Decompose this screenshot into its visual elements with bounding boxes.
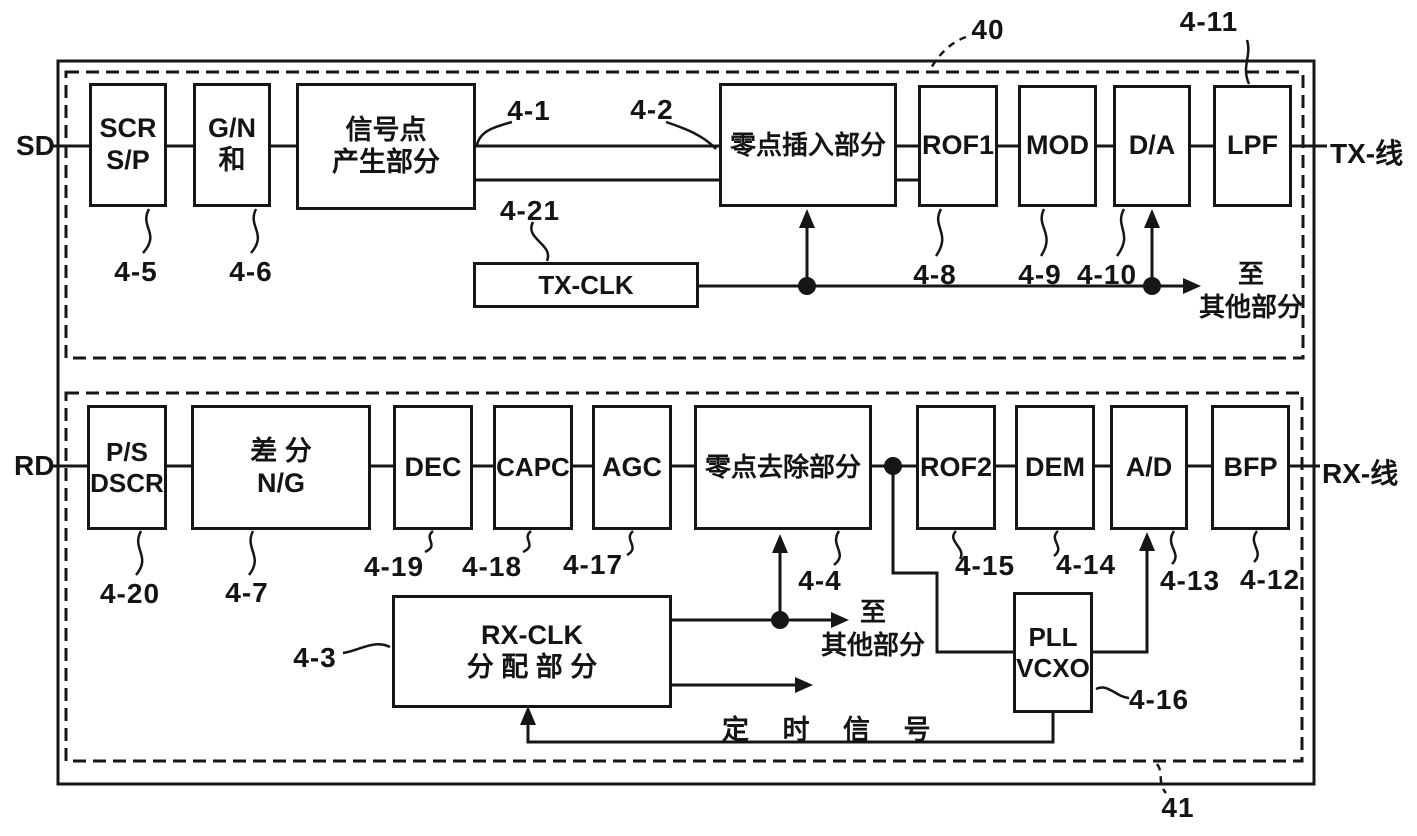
ref-4-13: 4-13: [1159, 565, 1221, 596]
ref-4-4: 4-4: [798, 565, 842, 596]
reference-leaders: [135, 39, 1259, 700]
block-signal-point-generator: 信号点 产生部分: [296, 83, 476, 210]
port-rd: RD: [14, 450, 55, 481]
block-lpf-label: LPF: [1227, 130, 1278, 161]
block-rof2-label: ROF2: [919, 451, 992, 482]
rx-clock-recovery-lines: [526, 466, 1149, 744]
ref-4-2: 4-2: [630, 94, 674, 125]
ref-40: 40: [971, 14, 1005, 45]
ref-4-3: 4-3: [293, 642, 337, 673]
ref-4-7: 4-7: [225, 577, 269, 608]
rx-to-other-parts-line1: 至: [859, 597, 886, 627]
outer-enclosure-border: [56, 59, 1316, 786]
block-zero-removal-label: 零点去除部分: [704, 452, 861, 483]
tx-to-other-parts-note: 至 其他部分: [1192, 258, 1310, 323]
block-differential-ng-line2: N/G: [256, 467, 305, 498]
block-rx-clk-distributor: RX-CLK 分 配 部 分: [392, 595, 672, 708]
rx-to-other-parts-line2: 其他部分: [820, 629, 925, 660]
block-da-converter: D/A: [1113, 85, 1191, 207]
ref-4-16: 4-16: [1128, 684, 1190, 715]
ref-4-15: 4-15: [954, 550, 1016, 581]
tx-signal-path-lines: [50, 144, 1327, 182]
block-da-converter-label: D/A: [1128, 130, 1176, 161]
block-lpf: LPF: [1213, 85, 1292, 207]
port-tx-line: TX-线: [1330, 138, 1404, 169]
block-tx-clk: TX-CLK: [473, 262, 699, 308]
block-ps-dscr-line2: DSCR: [90, 467, 164, 498]
ref-4-8: 4-8: [913, 259, 957, 290]
block-gn-sum-line1: G/N: [207, 113, 256, 144]
block-ad-converter-label: A/D: [1125, 451, 1173, 482]
block-rof2: ROF2: [916, 405, 996, 530]
block-bfp-label: BFP: [1223, 451, 1278, 482]
ref-4-20: 4-20: [99, 578, 161, 609]
block-scr-sp-line2: S/P: [106, 145, 150, 175]
ref-4-12: 4-12: [1239, 564, 1301, 595]
block-mod: MOD: [1018, 85, 1097, 207]
tx-section-dashed-border: [64, 70, 1305, 360]
block-mod-label: MOD: [1026, 130, 1089, 161]
block-rof1: ROF1: [918, 85, 998, 207]
ref-4-5: 4-5: [114, 256, 158, 287]
ref-41: 41: [1161, 792, 1195, 823]
block-agc-label: AGC: [602, 451, 662, 482]
block-gn-sum: G/N 和: [193, 83, 271, 207]
dashed-leaders: [928, 35, 1167, 794]
block-rof1-label: ROF1: [921, 130, 994, 161]
block-tx-clk-label: TX-CLK: [538, 269, 634, 300]
block-signal-point-generator-line2: 产生部分: [332, 146, 440, 177]
port-rx-line: RX-线: [1322, 458, 1399, 489]
junction-dots: [771, 277, 1161, 629]
block-pll-vcxo: PLL VCXO: [1013, 592, 1093, 713]
block-rx-clk-distributor-line1: RX-CLK: [481, 619, 583, 650]
block-scr-sp: SCR S/P: [89, 83, 167, 207]
block-ad-converter: A/D: [1110, 405, 1188, 530]
block-zero-removal: 零点去除部分: [694, 405, 872, 530]
ref-4-18: 4-18: [461, 551, 523, 582]
rx-section-dashed-border: [64, 391, 1304, 763]
ref-4-10: 4-10: [1076, 259, 1138, 290]
block-pll-vcxo-line2: VCXO: [1016, 652, 1090, 683]
ref-4-1: 4-1: [507, 95, 551, 126]
block-rx-clk-distributor-line2: 分 配 部 分: [466, 651, 598, 682]
block-zero-insertion: 零点插入部分: [719, 83, 897, 207]
block-gn-sum-line2: 和: [218, 145, 246, 175]
tx-to-other-parts-line1: 至: [1237, 259, 1264, 289]
tx-to-other-parts-line2: 其他部分: [1198, 291, 1303, 322]
block-capc: CAPC: [493, 405, 573, 530]
block-ps-dscr: P/S DSCR: [87, 405, 167, 530]
block-dem-label: DEM: [1025, 451, 1085, 482]
port-sd: SD: [16, 130, 55, 161]
block-pll-vcxo-line1: PLL: [1028, 621, 1078, 652]
block-ps-dscr-line1: P/S: [106, 436, 148, 467]
block-agc: AGC: [592, 405, 672, 530]
block-zero-insertion-label: 零点插入部分: [729, 129, 886, 160]
ref-4-9: 4-9: [1018, 259, 1062, 290]
block-dem: DEM: [1015, 405, 1095, 530]
ref-4-6: 4-6: [229, 256, 273, 287]
block-scr-sp-line1: SCR: [99, 113, 157, 144]
block-differential-ng-line1: 差 分: [250, 435, 312, 466]
block-differential-ng: 差 分 N/G: [191, 405, 371, 530]
arrowheads: [520, 209, 1201, 725]
block-dec-label: DEC: [404, 451, 462, 482]
ref-4-17: 4-17: [562, 549, 624, 580]
ref-4-21: 4-21: [499, 195, 561, 226]
block-dec: DEC: [393, 405, 473, 530]
timing-signal-note: 定 时 信 号: [722, 715, 944, 745]
block-capc-label: CAPC: [496, 452, 570, 483]
ref-4-11: 4-11: [1179, 6, 1239, 37]
ref-4-19: 4-19: [363, 551, 425, 582]
block-bfp: BFP: [1211, 405, 1290, 530]
rx-to-other-parts-note: 至 其他部分: [813, 596, 933, 661]
ref-4-14: 4-14: [1055, 549, 1117, 580]
block-signal-point-generator-line1: 信号点: [345, 114, 427, 145]
